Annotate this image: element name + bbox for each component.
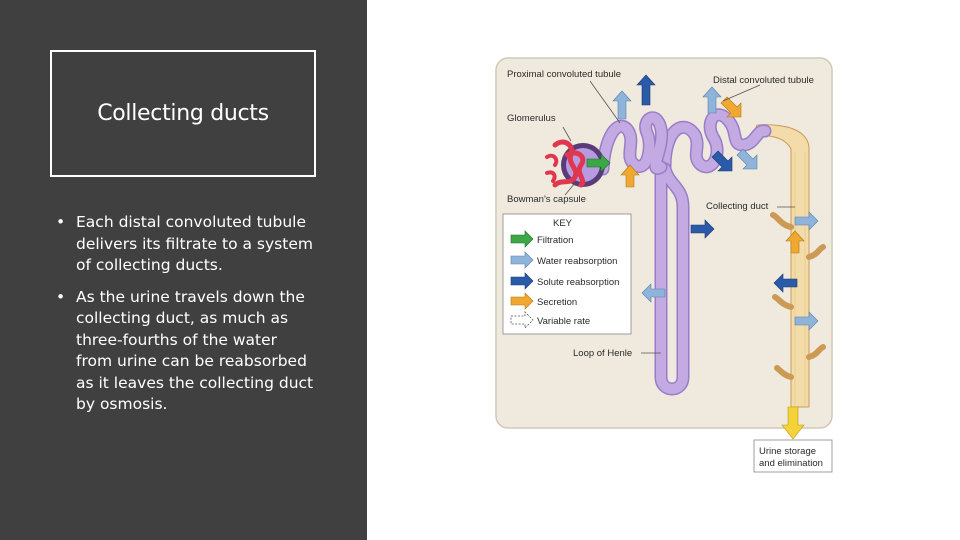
bullet-dot: •	[56, 213, 66, 231]
left-panel: Collecting ducts • Each distal convoluted…	[0, 0, 367, 540]
filtration-arrow	[586, 153, 611, 173]
label-bowmans-capsule: Bowman's capsule	[507, 194, 586, 205]
secretion-arrow	[720, 96, 742, 118]
urine-storage-box: Urine storage and elimination	[753, 439, 833, 473]
key-variable-rate-icon	[510, 311, 534, 329]
bullet-text: Each distal convoluted tubule delivers i…	[76, 213, 313, 274]
key-item-secretion: Secretion	[537, 297, 577, 308]
solute-reabsorption-arrow	[711, 150, 733, 172]
label-glomerulus: Glomerulus	[507, 113, 556, 124]
key-box: KEY Filtration Water reabsorption Solute…	[502, 213, 632, 335]
bullet-item: • As the urine travels down the collectin…	[56, 287, 316, 416]
bullet-item: • Each distal convoluted tubule delivers …	[56, 212, 316, 277]
solute-reabsorption-arrow	[690, 219, 715, 239]
key-solute-icon	[510, 272, 534, 290]
bullet-list: • Each distal convoluted tubule delivers …	[56, 212, 316, 426]
key-item-solute: Solute reabsorption	[537, 277, 619, 288]
glomerulus-shape	[545, 139, 586, 188]
slide-title: Collecting ducts	[97, 101, 269, 126]
urine-flow-arrow	[781, 406, 805, 440]
label-loop-of-henle: Loop of Henle	[573, 348, 632, 359]
nephron-figure: Proximal convoluted tubule Distal convol…	[495, 57, 835, 477]
key-item-variable: Variable rate	[537, 316, 590, 327]
key-filtration-icon	[510, 230, 534, 248]
urine-label-line1: Urine storage	[759, 446, 816, 457]
key-title: KEY	[553, 218, 573, 229]
water-reabsorption-arrow	[702, 86, 722, 114]
nephron-diagram: Proximal convoluted tubule Distal convol…	[495, 57, 833, 473]
solute-reabsorption-arrow	[636, 74, 656, 106]
water-reabsorption-arrow	[794, 311, 819, 331]
urine-label-line2: and elimination	[759, 458, 823, 469]
bullet-dot: •	[56, 287, 66, 306]
secretion-arrow	[620, 164, 640, 188]
key-item-filtration: Filtration	[537, 235, 573, 246]
label-proximal-tubule: Proximal convoluted tubule	[507, 69, 621, 80]
label-distal-tubule: Distal convoluted tubule	[713, 75, 814, 86]
key-item-water: Water reabsorption	[537, 256, 617, 267]
bullet-text: As the urine travels down the collecting…	[76, 287, 314, 414]
key-water-icon	[510, 251, 534, 269]
collecting-duct-shape	[752, 124, 826, 408]
water-reabsorption-arrow	[736, 148, 758, 170]
label-collecting-duct: Collecting duct	[706, 201, 769, 212]
water-reabsorption-arrow	[641, 283, 666, 303]
key-secretion-icon	[510, 292, 534, 310]
solute-reabsorption-arrow	[773, 273, 798, 293]
title-box: Collecting ducts	[50, 50, 316, 177]
water-reabsorption-arrow	[612, 90, 632, 120]
secretion-arrow	[785, 230, 805, 254]
water-reabsorption-arrow	[794, 211, 819, 231]
